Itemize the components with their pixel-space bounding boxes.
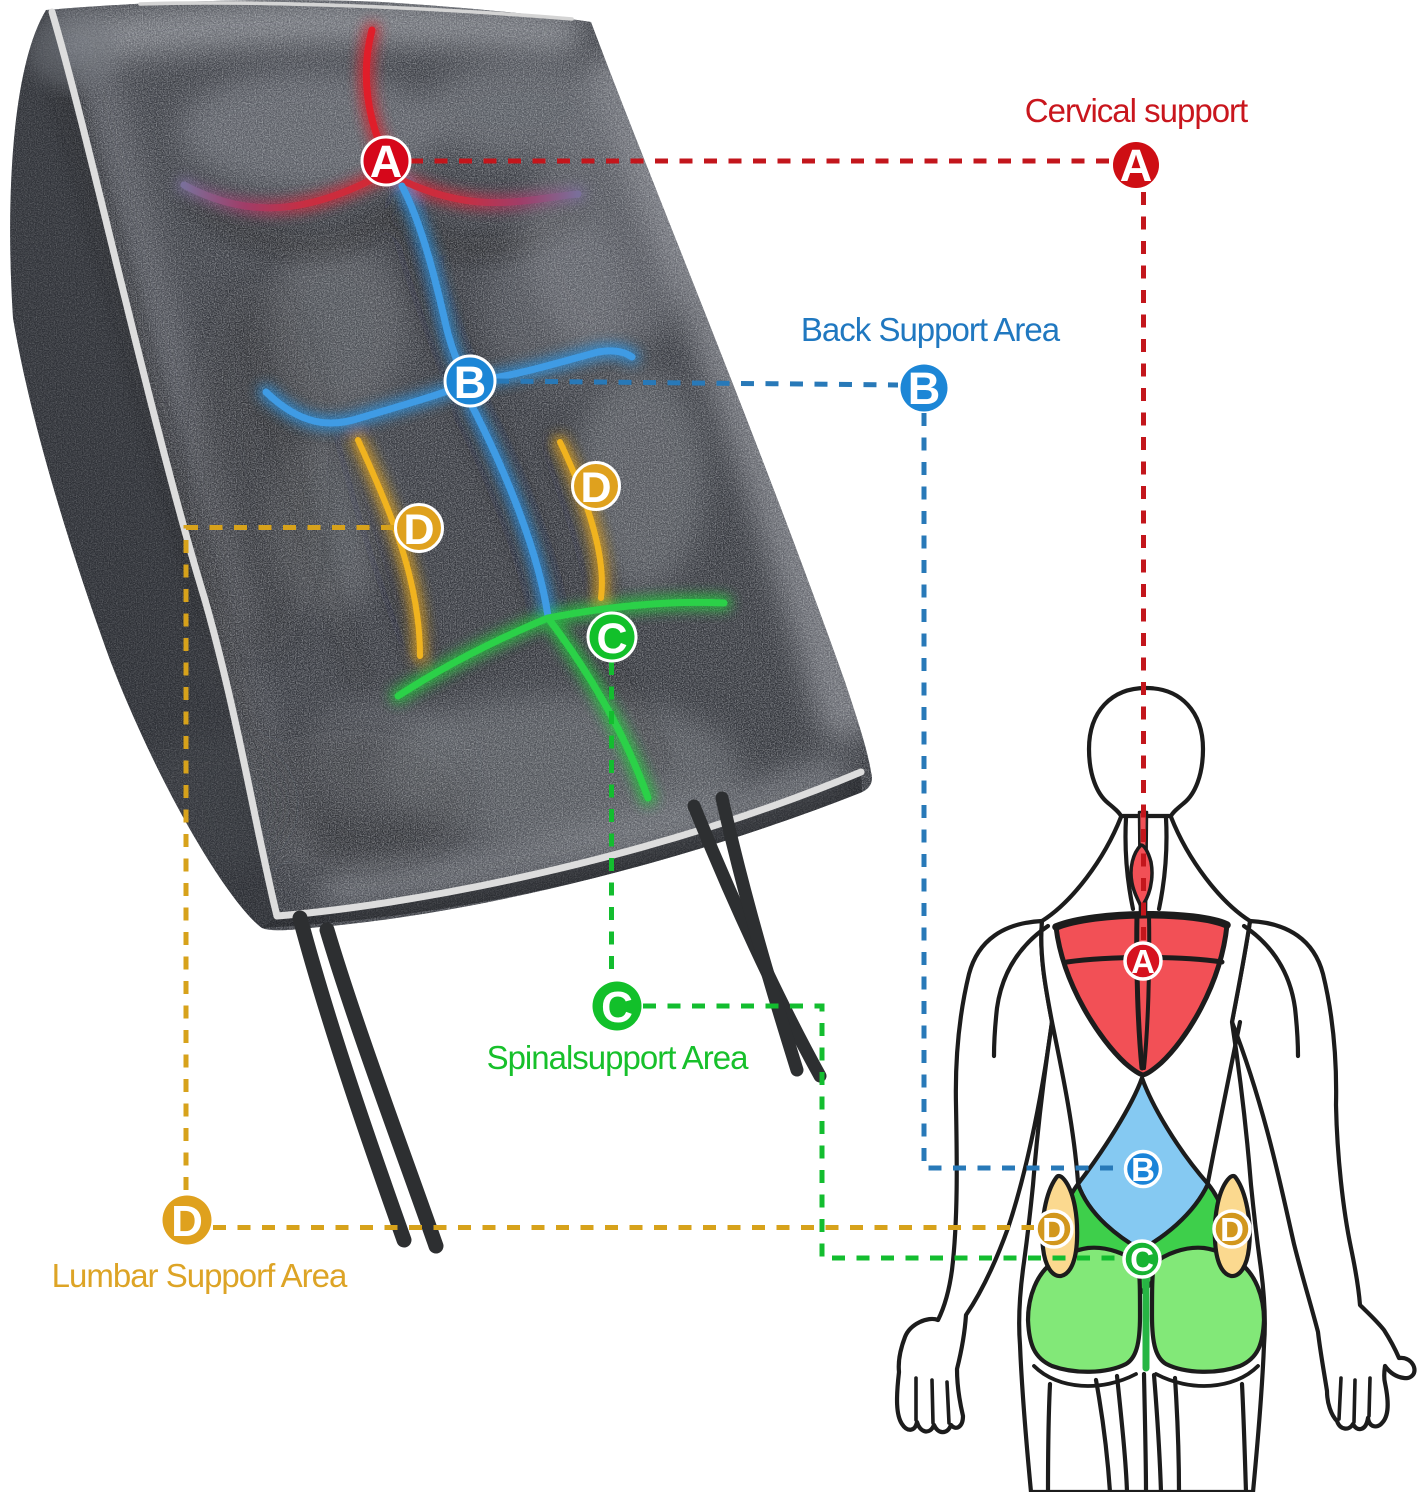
- svg-text:D: D: [580, 464, 611, 512]
- svg-text:B: B: [908, 363, 941, 414]
- svg-text:D: D: [171, 1197, 203, 1246]
- svg-text:D: D: [1042, 1211, 1066, 1248]
- svg-text:D: D: [1220, 1211, 1244, 1248]
- svg-text:C: C: [1130, 1241, 1154, 1278]
- svg-text:Back Support Area: Back Support Area: [801, 311, 1061, 348]
- svg-text:B: B: [454, 357, 487, 408]
- svg-text:Lumbar Supporf Area: Lumbar Supporf Area: [52, 1257, 348, 1294]
- svg-text:C: C: [596, 615, 627, 663]
- svg-text:B: B: [1131, 1151, 1155, 1188]
- svg-text:A: A: [1120, 140, 1153, 191]
- svg-text:C: C: [601, 983, 633, 1032]
- svg-text:D: D: [403, 506, 434, 554]
- svg-text:Spinalsupport Area: Spinalsupport Area: [487, 1039, 750, 1076]
- svg-text:A: A: [1131, 943, 1155, 980]
- svg-text:A: A: [370, 136, 403, 187]
- svg-text:Cervical support: Cervical support: [1025, 92, 1248, 129]
